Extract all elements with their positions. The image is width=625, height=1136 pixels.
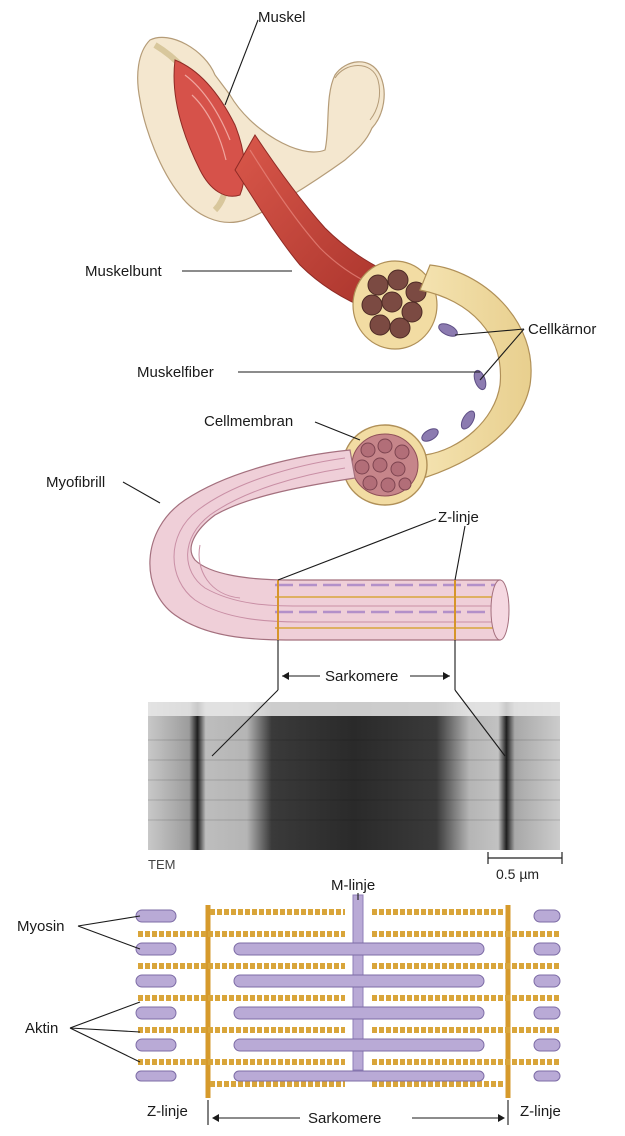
tem-label: TEM (148, 857, 175, 872)
label-m-linje: M-linje (331, 877, 375, 894)
fiber-cross-section (343, 425, 427, 505)
scale-bar (488, 852, 562, 864)
myosin-row (136, 910, 560, 1081)
myofibril-tube (150, 450, 509, 640)
actin-row (138, 912, 560, 1084)
tem-micrograph (148, 702, 560, 850)
label-z-linje-left: Z-linje (147, 1103, 188, 1120)
label-myofibrill: Myofibrill (46, 474, 105, 491)
scale-bar-label: 0.5 µm (496, 866, 539, 882)
label-cellmembran: Cellmembran (204, 413, 293, 430)
label-muskelfiber: Muskelfiber (137, 364, 214, 381)
muscle-bundle-end (353, 261, 437, 349)
sarcomere-schematic (136, 895, 560, 1098)
label-muskelbunt: Muskelbunt (85, 263, 163, 280)
label-myosin: Myosin (17, 918, 65, 935)
label-cellkarnor: Cellkärnor (528, 321, 596, 338)
label-sarkomere-top: Sarkomere (325, 668, 398, 685)
label-sarkomere-bottom: Sarkomere (308, 1110, 381, 1127)
label-z-linje-right: Z-linje (520, 1103, 561, 1120)
label-z-linje-top: Z-linje (438, 509, 479, 526)
label-aktin: Aktin (25, 1020, 58, 1037)
label-muskel: Muskel (258, 9, 306, 26)
